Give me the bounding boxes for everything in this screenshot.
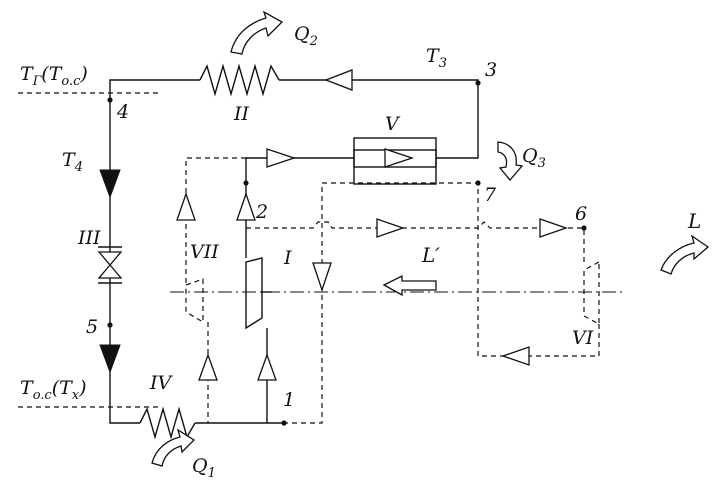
label-L-prime: L′: [421, 243, 440, 267]
heat-arrow-Q1: [151, 428, 196, 467]
label-Toc: To.c(Tx): [20, 377, 87, 403]
turbine-VI: [583, 261, 600, 325]
node-4: [107, 97, 113, 103]
label-node-1: 1: [283, 389, 295, 411]
flow-arrow-solid-upper: [99, 169, 121, 199]
node-3: [475, 80, 481, 86]
air-arrow-right: [539, 218, 568, 238]
throttle-valve-III-top: [97, 251, 123, 267]
label-VI: VI: [572, 327, 594, 349]
work-arrow-L: [660, 234, 710, 275]
label-T4: T4: [62, 149, 83, 175]
turbine-VII: [185, 278, 204, 324]
flow-arrow-exchanger: [384, 148, 415, 168]
label-Tg: TГ(To.c): [20, 63, 88, 89]
coil-IV: [139, 406, 196, 440]
air-arrow-return: [501, 346, 530, 366]
label-node-6: 6: [575, 203, 587, 225]
label-valve-III: III: [77, 227, 101, 249]
node-5: [107, 322, 113, 328]
node-2: [243, 180, 249, 186]
label-Q1: Q1: [192, 455, 216, 481]
air-line-VII-top: [185, 157, 246, 285]
air-arrow-down: [312, 262, 332, 293]
air-arrow-VII-bottom: [198, 353, 218, 381]
flow-arrow-2-up: [236, 192, 256, 221]
flow-arrow-1-up: [257, 353, 277, 381]
air-arrow-VII-up: [176, 192, 196, 221]
label-VII: VII: [190, 241, 219, 263]
node-6: [581, 225, 587, 231]
line-coil-2-to-3: [279, 79, 479, 159]
flow-arrow-solid-lower: [99, 344, 121, 374]
flow-arrow-top: [324, 69, 353, 91]
label-T3: T3: [426, 45, 447, 71]
label-Q3: Q3: [522, 145, 546, 171]
heat-arrow-Q2: [230, 10, 284, 55]
label-node-3: 3: [485, 59, 497, 81]
air-line-2-to-6: [246, 221, 585, 265]
label-node-4: 4: [116, 101, 129, 123]
work-arrow-L-prime: [382, 274, 437, 297]
line-4-to-coil-2: [109, 79, 200, 325]
air-arrow-mid: [376, 218, 405, 238]
label-L: L: [687, 209, 701, 233]
label-node-5: 5: [86, 316, 98, 338]
label-node-2: 2: [255, 201, 268, 223]
line-5-to-coil-4: [109, 325, 140, 424]
coil-II: [199, 63, 280, 97]
throttle-valve-III-bottom: [97, 263, 123, 279]
label-compressor-I: I: [283, 247, 292, 269]
heat-arrow-Q3: [497, 141, 524, 182]
label-exchanger-II: II: [233, 103, 250, 125]
label-node-7: 7: [484, 184, 497, 206]
flow-arrow-2-top: [266, 148, 297, 168]
compressor-I: [245, 257, 263, 330]
label-exchanger-IV: IV: [149, 372, 174, 394]
air-line-VI-return: [284, 182, 600, 424]
label-exchanger-V: V: [385, 113, 401, 135]
label-Q2: Q2: [294, 23, 318, 49]
